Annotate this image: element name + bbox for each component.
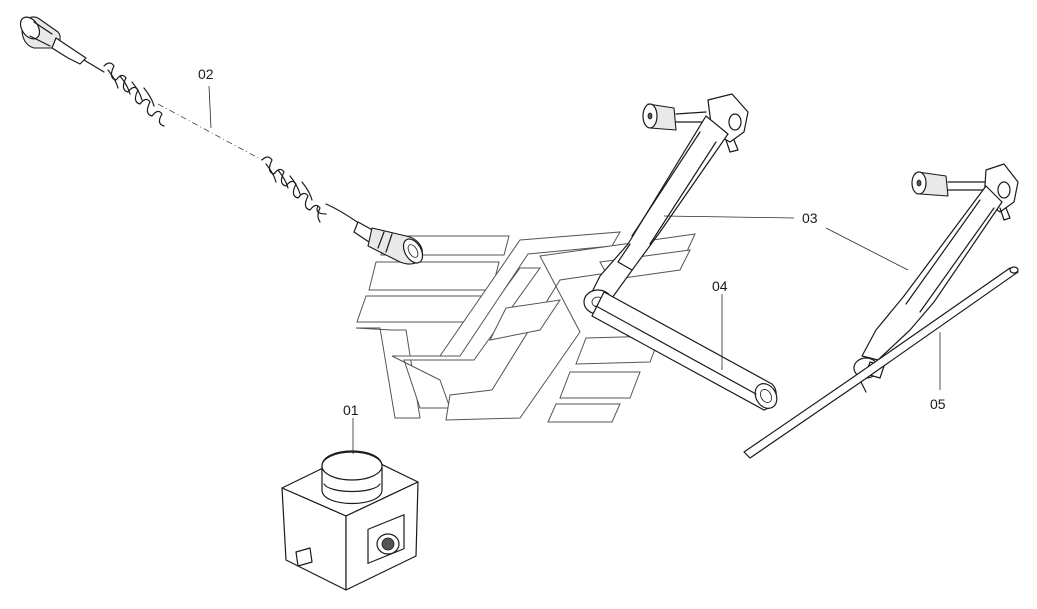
coil-spring-upper [103,62,165,127]
part-04-shaft [591,291,778,411]
coil-spring-lower [261,156,327,223]
part-02-coiled-cable [19,16,424,265]
label-01: 01 [343,402,359,418]
part-03-lever-arm-center [583,93,749,315]
label-02: 02 [198,66,214,82]
part-01-switch-box [281,450,419,591]
label-03: 03 [802,210,818,226]
part-03-lever-arm-right [853,163,1019,393]
label-04: 04 [712,278,728,294]
part-05-rod [743,266,1019,459]
watermark-logo [355,231,696,423]
label-05: 05 [930,396,946,412]
leader-lines [208,85,941,454]
